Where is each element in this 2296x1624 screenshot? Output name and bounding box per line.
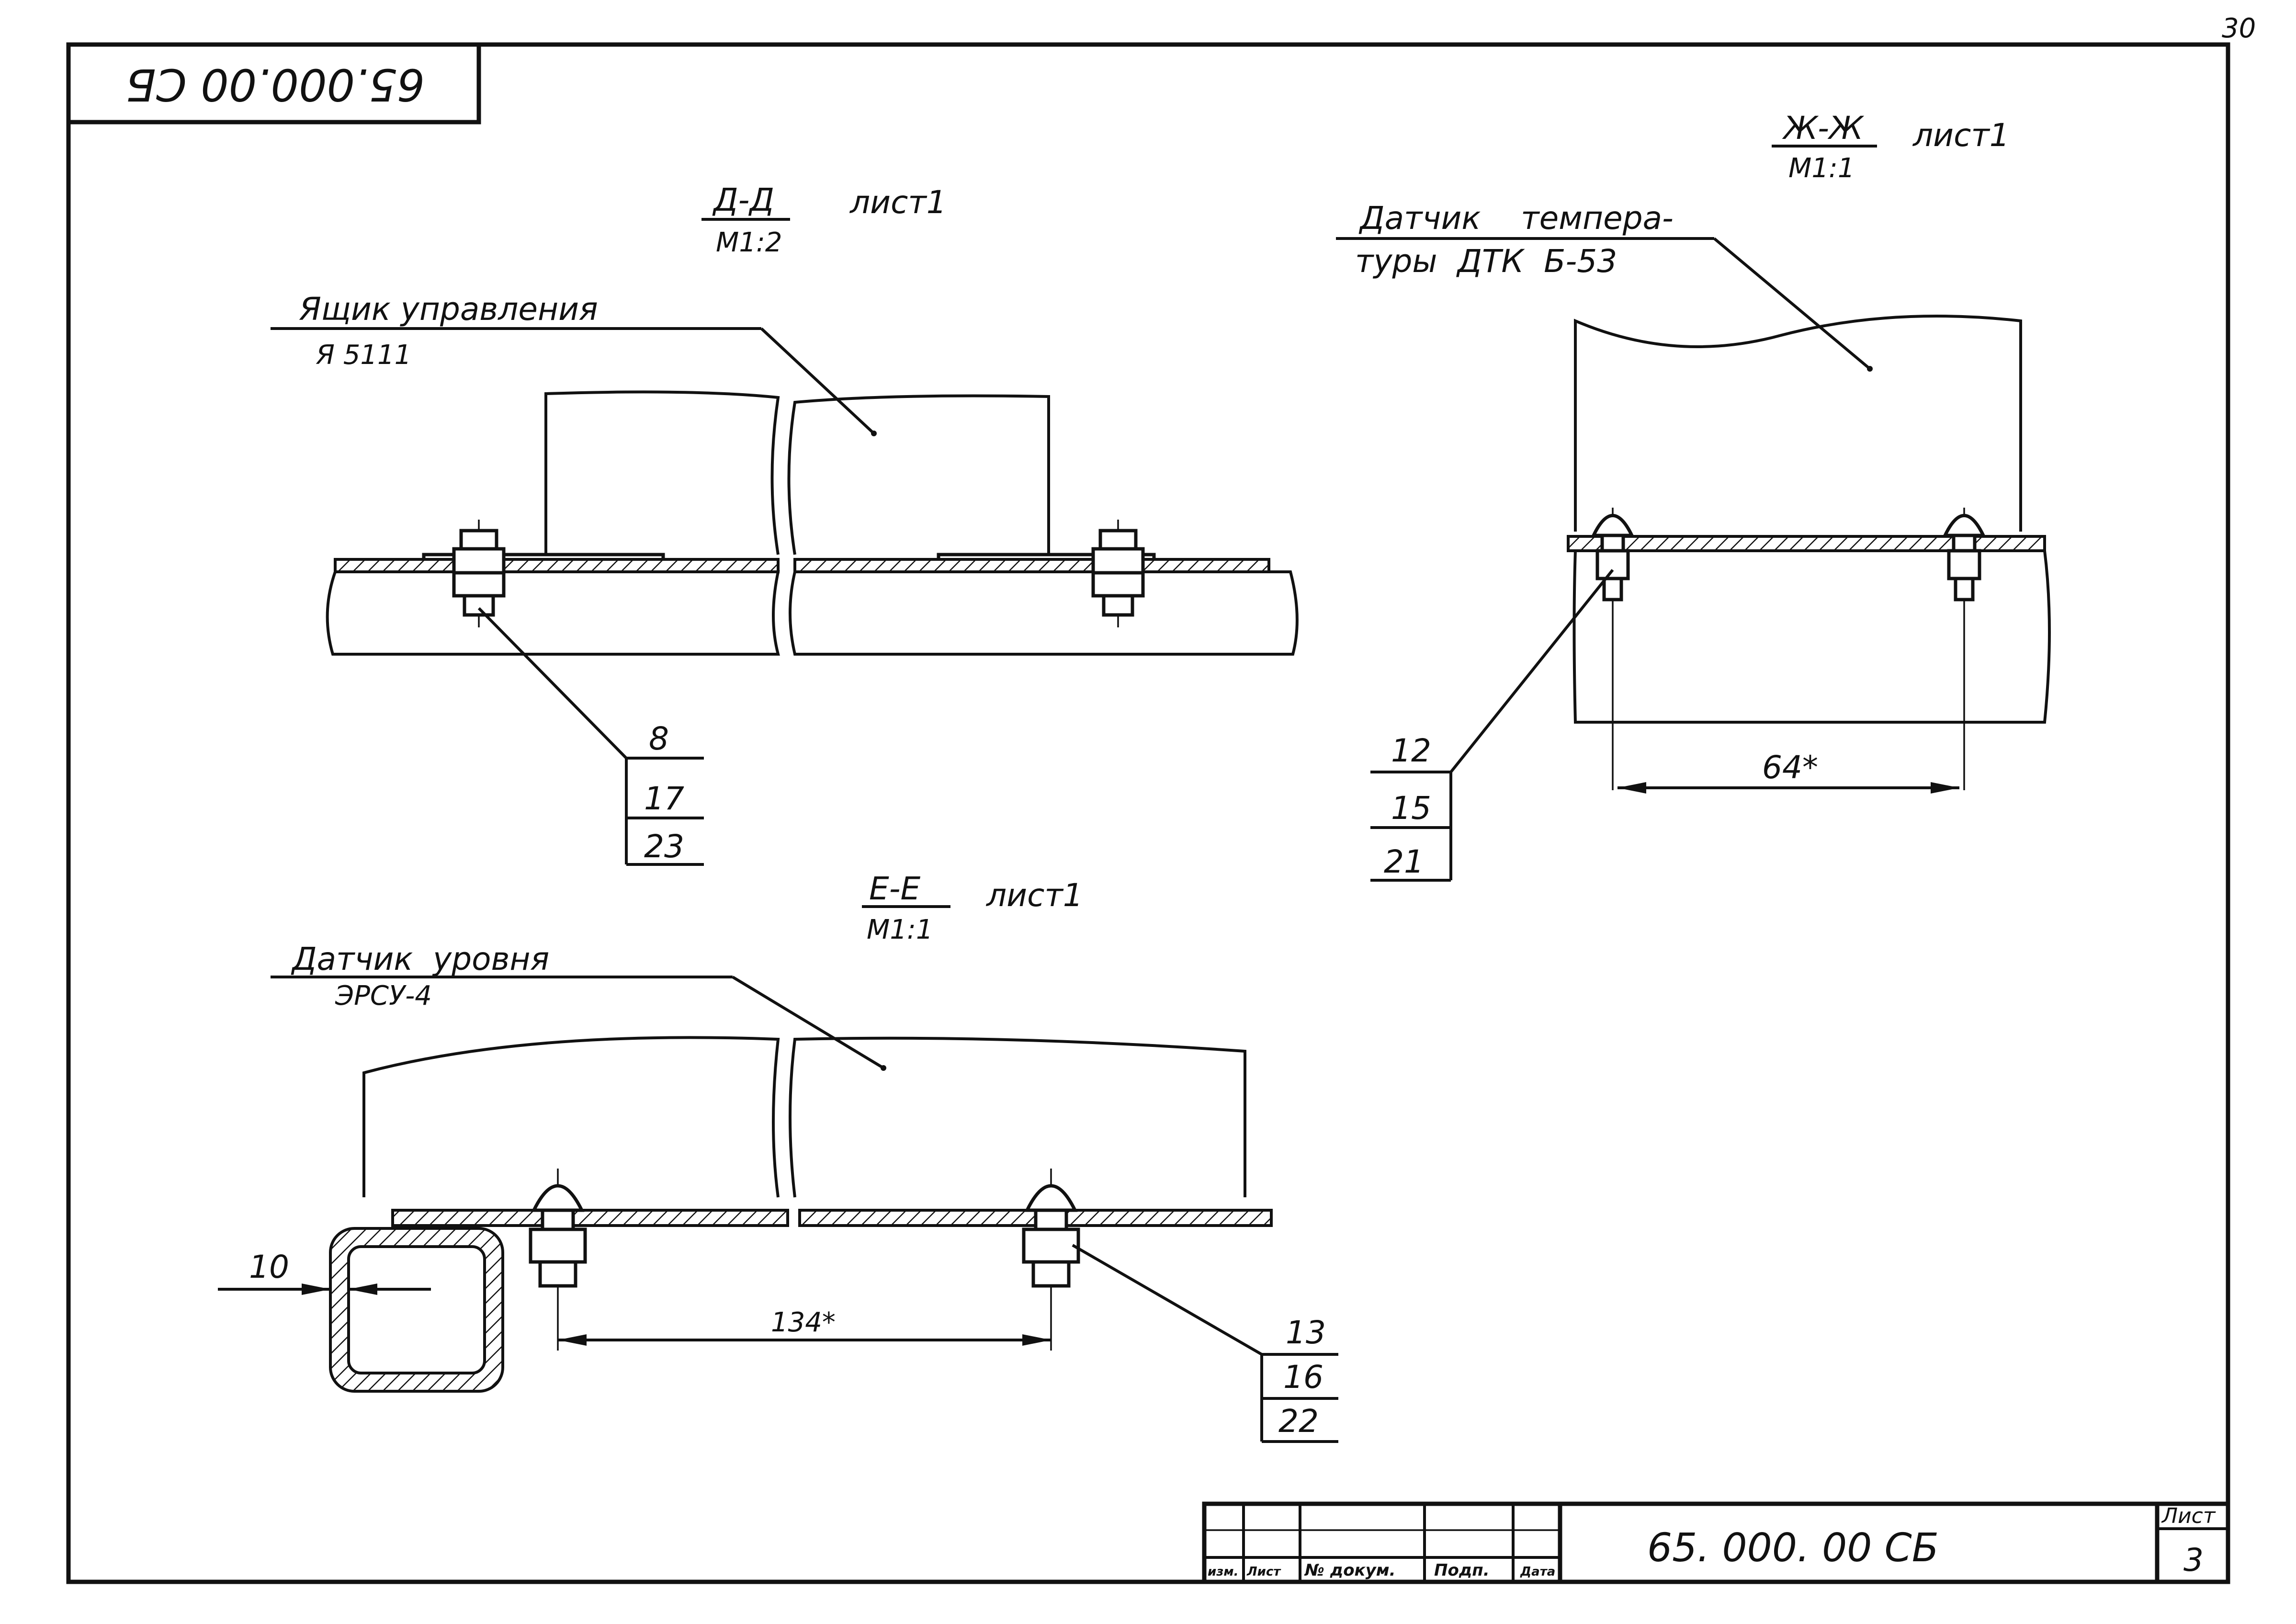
zhzh-position-2: 15 <box>1391 790 1431 827</box>
dd-position-1: 8 <box>649 720 669 757</box>
zhzh-right-screw <box>1942 508 1986 790</box>
ee-left-screw <box>529 1169 587 1351</box>
section-zhzh-scale: М1:1 <box>1788 153 1855 184</box>
title-block-sheet-number: 3 <box>2183 1542 2204 1579</box>
title-block-col-sheet: Лист <box>1246 1565 1281 1579</box>
zhzh-position-1: 12 <box>1391 732 1431 769</box>
section-dd-title: Д-Д <box>712 182 774 218</box>
section-ee-scale: М1:1 <box>867 914 933 945</box>
ee-position-2: 16 <box>1283 1359 1323 1396</box>
zhzh-dimension: 64* <box>1762 749 1818 786</box>
section-zhzh-ref: лист1 <box>1912 117 2010 154</box>
section-ee-callout-line1: Датчик уровня <box>291 941 549 977</box>
dd-left-bolt <box>452 520 506 627</box>
ee-position-3: 22 <box>1278 1403 1319 1440</box>
dd-right-bolt <box>1091 520 1145 627</box>
section-ee-title: Е-Е <box>869 870 921 907</box>
stamp-code: 65.000.00 СБ <box>126 59 425 110</box>
square-tube <box>329 1227 504 1393</box>
dd-position-3: 23 <box>644 828 684 865</box>
dd-position-2: 17 <box>644 780 684 817</box>
section-ee-ref: лист1 <box>985 877 1083 914</box>
section-zhzh-callout-line1: Датчик темпера- <box>1358 200 1674 237</box>
section-zhzh-callout-line2: туры ДТК Б-53 <box>1355 243 1617 280</box>
drawing-frame <box>66 42 2230 1584</box>
temperature-sensor-body <box>1574 315 2022 532</box>
title-block-col-change: изм. <box>1208 1565 1238 1579</box>
title-block-col-signature: Подп. <box>1434 1561 1490 1580</box>
title-block-col-date: Дата <box>1520 1565 1555 1579</box>
title-block: изм. Лист № докум. Подп. Дата 65. 000. 0… <box>1202 1501 2230 1584</box>
section-zhzh: Ж-Ж М1:1 лист1 Датчик темпера- туры ДТК … <box>1336 110 2051 882</box>
section-dd-ref: лист1 <box>849 184 947 221</box>
level-sensor-body <box>362 1036 1246 1198</box>
ee-dimension: 134* <box>771 1307 836 1338</box>
section-dd-callout-line1: Ящик управления <box>299 291 598 328</box>
title-block-sheet-label: Лист <box>2161 1504 2216 1528</box>
section-dd-callout-line2: Я 5111 <box>316 340 411 371</box>
ee-right-screw <box>1022 1169 1080 1351</box>
ee-position-1: 13 <box>1286 1314 1326 1351</box>
section-zhzh-title: Ж-Ж <box>1782 110 1865 147</box>
zhzh-left-screw <box>1591 508 1635 790</box>
title-block-doc-code: 65. 000. 00 СБ <box>1647 1525 1939 1571</box>
zhzh-position-3: 21 <box>1384 843 1424 880</box>
title-block-col-doc-number: № докум. <box>1304 1561 1396 1580</box>
control-box-body <box>544 390 1050 555</box>
section-dd: Д-Д М1:2 лист1 Ящик управления Я 5111 <box>271 182 1299 866</box>
sheet-corner-number: 30 <box>2222 13 2256 44</box>
section-ee: Е-Е М1:1 лист1 Датчик уровня ЭРСУ-4 10 <box>218 870 1338 1443</box>
upside-down-stamp: 65.000.00 СБ <box>68 45 481 125</box>
section-dd-scale: М1:2 <box>716 227 782 258</box>
section-ee-callout-line2: ЭРСУ-4 <box>335 980 432 1011</box>
ee-wall-dimension: 10 <box>249 1249 289 1285</box>
